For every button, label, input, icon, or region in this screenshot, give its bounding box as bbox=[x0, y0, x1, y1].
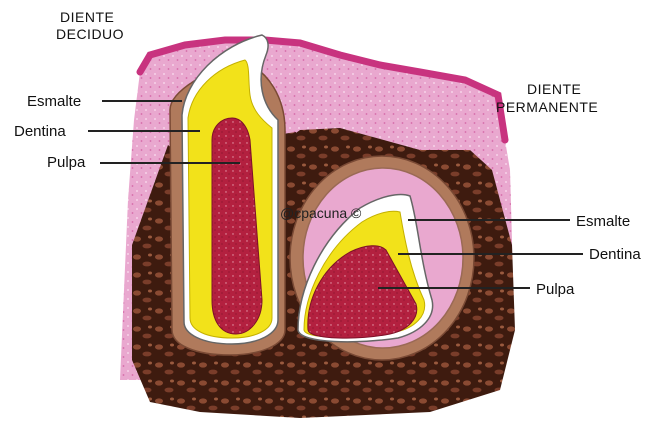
deciduous-pulp-label: Pulpa bbox=[47, 154, 86, 171]
deciduous-dentin-label: Dentina bbox=[14, 123, 66, 140]
permanent-tooth-title-line1: DIENTE bbox=[527, 81, 581, 97]
deciduous-tooth-title-line2: DECIDUO bbox=[56, 26, 124, 42]
deciduous-tooth-title-line1: DIENTE bbox=[60, 9, 114, 25]
permanent-dentin-label: Dentina bbox=[589, 246, 641, 263]
deciduous-enamel-label: Esmalte bbox=[27, 93, 81, 110]
permanent-tooth-title-line2: PERMANENTE bbox=[496, 99, 598, 115]
permanent-pulp-label: Pulpa bbox=[536, 281, 575, 298]
watermark-text: @cpacuna © bbox=[280, 205, 362, 221]
permanent-enamel-label: Esmalte bbox=[576, 213, 630, 230]
